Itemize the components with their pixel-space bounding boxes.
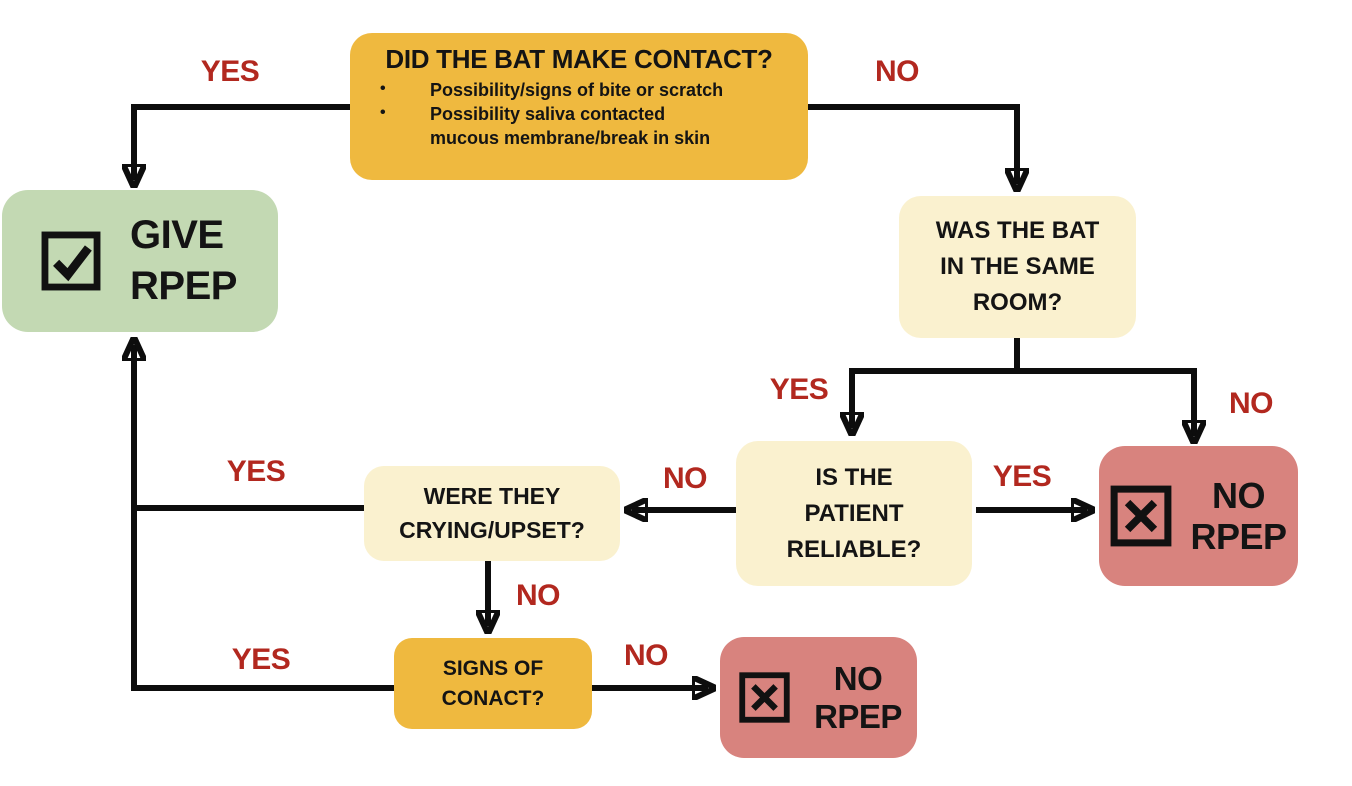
edge-label-same-room-yes: YES	[769, 373, 829, 406]
node-give-rpep: GIVE RPEP	[2, 190, 278, 332]
node-did-bat-make-contact: DID THE BAT MAKE CONTACT? • Possibility/…	[350, 33, 808, 180]
node-label: NO RPEP	[1190, 474, 1287, 557]
node-label: SIGNS OF CONACT?	[441, 657, 545, 710]
node-no-rpep-bottom: NO RPEP	[720, 637, 917, 758]
edge-label-contact-yes: YES	[200, 55, 260, 88]
checked-box-icon	[41, 231, 101, 291]
node-were-they-crying-upset: WERE THEY CRYING/UPSET?	[364, 466, 620, 561]
bullet-text: Possibility/signs of bite or scratch	[430, 80, 724, 100]
node-label: GIVE RPEP	[130, 212, 237, 308]
node-signs-of-contact: SIGNS OF CONACT?	[394, 638, 592, 729]
bullet-item: • Possibility/signs of bite or scratch	[374, 78, 802, 102]
edge-label-contact-no: NO	[875, 55, 920, 88]
bullet-item: • Possibility saliva contacted mucous me…	[374, 102, 802, 150]
bullet-dot: •	[380, 104, 386, 122]
edge-label-same-room-no: NO	[1229, 387, 1274, 420]
crossed-box-icon	[739, 672, 790, 723]
crossed-box-icon	[1110, 485, 1172, 547]
edge-label-crying-yes: YES	[226, 455, 286, 488]
edge-label-crying-no: NO	[516, 579, 561, 612]
node-label: WAS THE BAT IN THE SAME ROOM?	[935, 217, 1100, 316]
edge-label-reliable-yes: YES	[992, 460, 1052, 493]
node-is-patient-reliable: IS THE PATIENT RELIABLE?	[736, 441, 972, 586]
edge-label-signs-no: NO	[624, 639, 669, 672]
edge-label-signs-yes: YES	[231, 643, 291, 676]
edge-contact-yes-line	[134, 104, 352, 180]
edge-contact-no-line	[808, 104, 1017, 184]
bullet-dot: •	[380, 80, 386, 97]
node-was-bat-in-same-room: WAS THE BAT IN THE SAME ROOM?	[899, 196, 1136, 338]
node-no-rpep-right: NO RPEP	[1099, 446, 1298, 586]
node-label: IS THE PATIENT RELIABLE?	[786, 463, 922, 563]
node-label: WERE THEY CRYING/UPSET?	[399, 483, 585, 543]
bullet-text: Possibility saliva contacted mucous memb…	[430, 104, 711, 149]
node-label: NO RPEP	[814, 659, 902, 735]
node-title: DID THE BAT MAKE CONTACT?	[385, 44, 773, 74]
edge-label-reliable-no: NO	[663, 462, 708, 495]
bullet-list: • Possibility/signs of bite or scratch •…	[350, 75, 808, 150]
